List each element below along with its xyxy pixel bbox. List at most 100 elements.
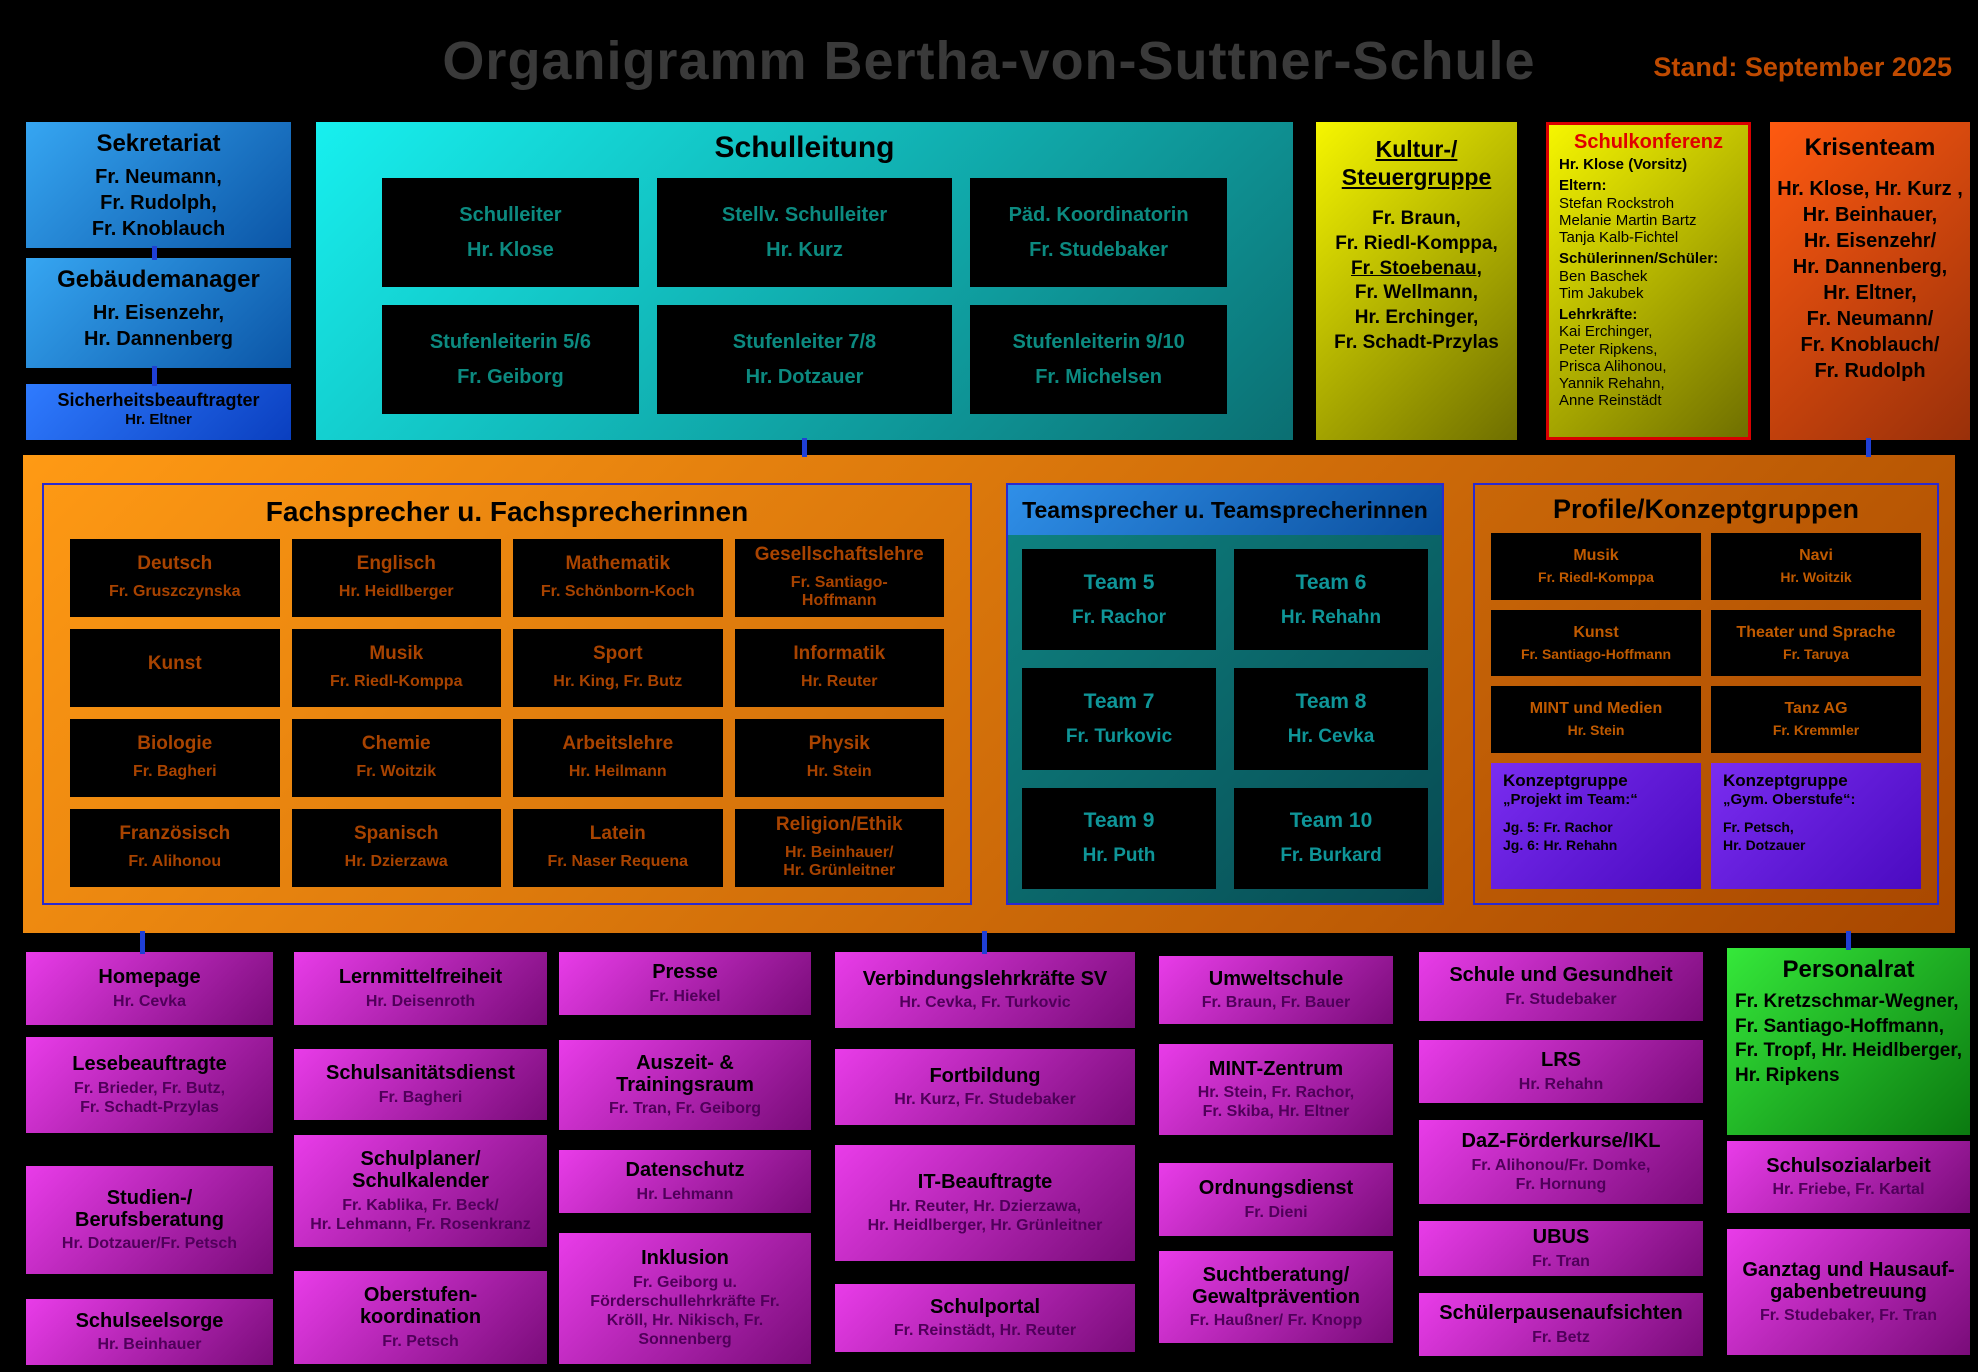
box-title: Schülerpausenaufsichten bbox=[1439, 1302, 1683, 1325]
subject: Musik bbox=[369, 643, 424, 665]
names: Hr. Stein bbox=[1567, 722, 1625, 739]
box-names-underlined: Fr. Stoebenau, bbox=[1351, 257, 1482, 279]
name: Hr. Puth bbox=[1082, 845, 1156, 867]
subject: Latein bbox=[589, 823, 646, 845]
page-title: Organigramm Bertha-von-Suttner-Schule bbox=[442, 31, 1536, 91]
box-names: Fr. Braun, Fr. Bauer bbox=[1201, 994, 1351, 1012]
team: Team 5 bbox=[1083, 570, 1155, 594]
box-subtitle: „Projekt im Team:“ bbox=[1503, 790, 1638, 808]
schulleitung-grid: Schulleiter Hr. Klose Stellv. Schulleite… bbox=[382, 178, 1227, 414]
box-names: Fr. Studebaker bbox=[1505, 990, 1617, 1008]
name: Hr. Klose bbox=[467, 238, 554, 261]
date-stamp: Stand: September 2025 bbox=[1653, 52, 1952, 82]
connector-line bbox=[982, 931, 987, 954]
fach-box-kunst: Kunst bbox=[70, 629, 280, 707]
box-names: Fr. Neumann, Fr. Rudolph, Fr. Knoblauch bbox=[91, 166, 226, 240]
schulleiter-box: Schulleiter Hr. Klose bbox=[382, 178, 639, 287]
box-title: Oberstufen- koordination bbox=[359, 1284, 482, 1329]
box-names: Hr. Klose, Hr. Kurz , Hr. Beinhauer, Hr.… bbox=[1777, 178, 1963, 382]
name: Fr. Turkovic bbox=[1065, 725, 1173, 747]
name: Hr. Rehahn bbox=[1280, 606, 1382, 628]
section-title: Fachsprecher u. Fachsprecherinnen bbox=[265, 496, 749, 527]
names: Hr. Stein bbox=[806, 763, 872, 781]
box-names: Fr. Brieder, Fr. Butz, Fr. Schadt-Przyla… bbox=[73, 1079, 226, 1116]
names: Fr. Riedl-Komppa bbox=[330, 673, 463, 691]
box-names: Hr. Rehahn bbox=[1518, 1075, 1604, 1093]
box-names: Fr. Haußner/ Fr. Knopp bbox=[1189, 1312, 1363, 1330]
name: Hr. Dotzauer bbox=[745, 365, 864, 388]
team: Team 9 bbox=[1083, 809, 1155, 833]
box-names: Hr. Friebe, Fr. Kartal bbox=[1772, 1181, 1925, 1199]
stellv-schulleiter-box: Stellv. Schulleiter Hr. Kurz bbox=[656, 178, 953, 287]
box-title: Umweltschule bbox=[1208, 967, 1344, 990]
profile-name: Kunst bbox=[1573, 623, 1619, 641]
names: Hr. Heilmann bbox=[568, 763, 667, 781]
schulkonferenz-box: Schulkonferenz Hr. Klose (Vorsitz) Elter… bbox=[1546, 122, 1751, 440]
box-title: Lernmittelfreiheit bbox=[338, 966, 503, 989]
names: Fr. Gruszczynska bbox=[108, 583, 241, 601]
names: Fr. Riedl-Komppa bbox=[1538, 569, 1654, 585]
box-names: Fr. Hiekel bbox=[649, 987, 721, 1005]
box-title: Suchtberatung/ Gewaltprävention bbox=[1192, 1263, 1360, 1308]
subject: Englisch bbox=[356, 553, 436, 575]
role: Stufenleiterin 9/10 bbox=[1012, 330, 1185, 353]
box-title: Schulkonferenz bbox=[1574, 131, 1723, 153]
connector-line bbox=[802, 438, 807, 457]
chair: Hr. Klose (Vorsitz) bbox=[1559, 156, 1688, 173]
box-names: Fr. Kablika, Fr. Beck/ Hr. Lehmann, Fr. … bbox=[310, 1196, 531, 1233]
box-title: Schulsozialarbeit bbox=[1766, 1154, 1931, 1177]
name: Fr. Studebaker bbox=[1029, 238, 1169, 261]
connector-line bbox=[140, 931, 145, 954]
connector-line bbox=[152, 246, 157, 260]
group-names: Ben Baschek Tim Jakubek bbox=[1559, 267, 1648, 302]
box-title: Schule und Gesundheit bbox=[1449, 964, 1673, 987]
box-title: Sekretariat bbox=[96, 130, 221, 157]
names: Hr. Heidlberger bbox=[338, 583, 454, 601]
role: Schulleiter bbox=[459, 203, 562, 226]
group-label: Schülerinnen/Schüler: bbox=[1559, 250, 1719, 268]
kultur-steuergruppe-box: Kultur-/ Steuergruppe Fr. Braun, Fr. Rie… bbox=[1316, 122, 1517, 440]
subject: Französisch bbox=[119, 823, 231, 845]
name: Fr. Geiborg bbox=[457, 365, 564, 388]
gebaeudemanager-box: Gebäudemanager Hr. Eisenzehr, Hr. Dannen… bbox=[26, 258, 291, 368]
names: Fr. Bagheri bbox=[132, 763, 217, 781]
stufenleiterin-910-box: Stufenleiterin 9/10 Fr. Michelsen bbox=[970, 305, 1227, 414]
box-title: Homepage bbox=[98, 966, 201, 989]
box-title: MINT-Zentrum bbox=[1208, 1057, 1344, 1080]
names: Jg. 5: Fr. Rachor Jg. 6: Hr. Rehahn bbox=[1503, 818, 1618, 854]
box-names: Hr. Kurz, Fr. Studebaker bbox=[894, 1091, 1076, 1109]
names: Fr. Schönborn-Koch bbox=[540, 583, 695, 601]
box-names: Fr. Alihonou/Fr. Domke, Fr. Hornung bbox=[1471, 1156, 1651, 1193]
box-names: Hr. Dotzauer/Fr. Petsch bbox=[61, 1235, 238, 1253]
box-names: Hr. Eltner bbox=[125, 411, 192, 428]
box-title: Krisenteam bbox=[1804, 134, 1936, 161]
role: Stellv. Schulleiter bbox=[721, 203, 888, 226]
names: Hr. King, Fr. Butz bbox=[553, 673, 683, 691]
profile-name: Theater und Sprache bbox=[1736, 623, 1896, 641]
subject: Informatik bbox=[793, 643, 886, 665]
box-names: Fr. Wellmann, Hr. Erchinger, Fr. Schadt-… bbox=[1334, 282, 1499, 353]
group-label: Lehrkräfte: bbox=[1559, 306, 1638, 323]
box-title: DaZ-Förderkurse/IKL bbox=[1461, 1130, 1661, 1153]
konzeptgruppe-gym-oberstufe-box: Konzeptgruppe „Gym. Oberstufe“: Fr. Pets… bbox=[1711, 762, 1921, 889]
subject: Gesellschaftslehre bbox=[754, 544, 924, 566]
stufenleiter-78-box: Stufenleiter 7/8 Hr. Dotzauer bbox=[656, 305, 953, 414]
